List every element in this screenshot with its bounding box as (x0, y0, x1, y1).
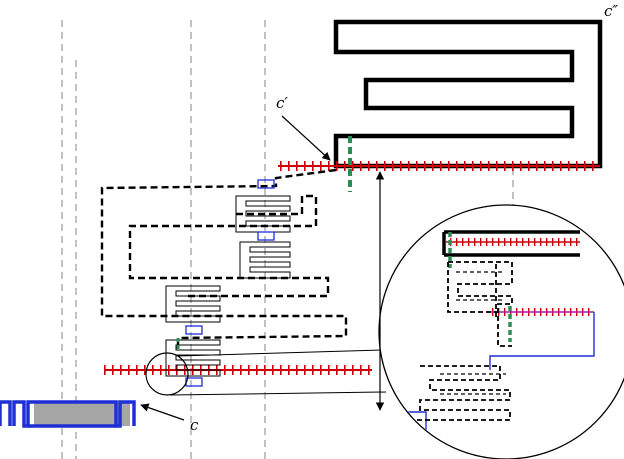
label-c-double-prime: c″ (604, 2, 618, 20)
label-c: c (190, 416, 199, 434)
blue-connector (257, 231, 275, 241)
dashed-path (100, 168, 348, 346)
zoom-circle-large (378, 204, 624, 459)
blue-comb-structure (0, 400, 136, 428)
blue-connector (185, 377, 203, 387)
tangent-line (177, 349, 385, 357)
serpentine-c-double-prime (333, 19, 603, 169)
label-c-prime: c′ (276, 94, 288, 112)
meander-block (165, 285, 221, 323)
gray-block (34, 401, 130, 426)
meander-block (239, 241, 291, 279)
blue-connectors (185, 179, 275, 387)
arrow-c (140, 403, 185, 421)
blue-connector (257, 179, 275, 189)
meander-block (165, 339, 221, 377)
hatch-line-top (278, 161, 600, 171)
tangent-line (169, 391, 387, 396)
meander-blocks (165, 195, 291, 377)
zoom-circle-small (145, 352, 189, 396)
arrow-c-prime (281, 115, 331, 161)
blue-connector (185, 325, 203, 335)
meander-block (235, 195, 291, 233)
hatch-line-bottom (104, 365, 372, 375)
